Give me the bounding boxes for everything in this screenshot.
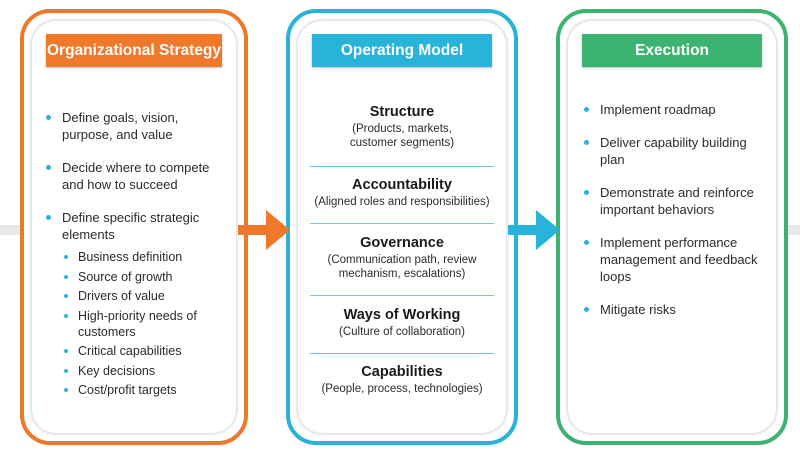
execution-item: Demonstrate and reinforce important beha… bbox=[582, 184, 768, 218]
execution-panel-body: Execution Implement roadmap Deliver capa… bbox=[568, 21, 776, 433]
strategy-subitem: Critical capabilities bbox=[62, 343, 228, 359]
strategy-subitem: Source of growth bbox=[62, 269, 228, 285]
arrow-right-icon bbox=[508, 210, 560, 250]
om-section-desc: (Communication path, review mechanism, e… bbox=[327, 254, 477, 280]
om-section-structure: Structure (Products, markets, customer s… bbox=[310, 104, 494, 150]
om-section-capabilities: Capabilities (People, process, technolog… bbox=[310, 364, 494, 396]
om-section-title: Capabilities bbox=[361, 364, 443, 380]
operating-model-panel: Operating Model Structure (Products, mar… bbox=[286, 9, 518, 445]
execution-panel: Execution Implement roadmap Deliver capa… bbox=[556, 9, 788, 445]
execution-header: Execution bbox=[582, 34, 762, 67]
om-section-desc: (Culture of collaboration) bbox=[339, 326, 465, 338]
execution-item: Mitigate risks bbox=[582, 301, 768, 318]
strategy-item: Define specific strategic elements Busin… bbox=[44, 209, 228, 398]
operating-model-header: Operating Model bbox=[312, 34, 492, 67]
om-divider bbox=[310, 223, 494, 224]
strategy-subitem: Drivers of value bbox=[62, 288, 228, 304]
operating-model-panel-body: Operating Model Structure (Products, mar… bbox=[298, 21, 506, 433]
strategy-subitem: Key decisions bbox=[62, 363, 228, 379]
strategy-subitem: Business definition bbox=[62, 249, 228, 265]
om-section-accountability: Accountability (Aligned roles and respon… bbox=[310, 177, 494, 209]
om-section-desc: (People, process, technologies) bbox=[321, 383, 483, 395]
om-section-title: Accountability bbox=[352, 177, 452, 193]
execution-list: Implement roadmap Deliver capability bui… bbox=[582, 101, 768, 318]
strategy-subitem: Cost/profit targets bbox=[62, 382, 228, 398]
om-divider bbox=[310, 353, 494, 354]
strategy-panel-body: Organizational Strategy Define goals, vi… bbox=[32, 21, 236, 433]
om-section-desc: (Products, markets, customer segments) bbox=[349, 123, 455, 149]
om-section-title: Structure bbox=[369, 104, 435, 120]
om-divider bbox=[310, 295, 494, 296]
left-edge-strip bbox=[0, 225, 20, 235]
strategy-subitem: High-priority needs of customers bbox=[62, 308, 228, 340]
execution-item: Implement roadmap bbox=[582, 101, 768, 118]
strategy-list: Define goals, vision, purpose, and value… bbox=[44, 109, 228, 402]
om-section-governance: Governance (Communication path, review m… bbox=[310, 235, 494, 281]
strategy-sublist: Business definition Source of growth Dri… bbox=[62, 249, 228, 398]
om-divider bbox=[310, 166, 494, 167]
strategy-item-label: Define specific strategic elements bbox=[62, 210, 200, 242]
right-edge-strip bbox=[788, 225, 800, 235]
execution-item: Deliver capability building plan bbox=[582, 134, 768, 168]
om-section-desc: (Aligned roles and responsibilities) bbox=[314, 196, 490, 208]
om-section-title: Ways of Working bbox=[343, 307, 461, 323]
strategy-item: Define goals, vision, purpose, and value bbox=[44, 109, 228, 143]
strategy-panel: Organizational Strategy Define goals, vi… bbox=[20, 9, 248, 445]
om-section-ways-of-working: Ways of Working (Culture of collaboratio… bbox=[310, 307, 494, 339]
om-section-title: Governance bbox=[360, 235, 444, 251]
execution-item: Implement performance management and fee… bbox=[582, 234, 768, 285]
strategy-header: Organizational Strategy bbox=[46, 34, 222, 67]
arrow-right-icon bbox=[238, 210, 290, 250]
strategy-item: Decide where to compete and how to succe… bbox=[44, 159, 228, 193]
